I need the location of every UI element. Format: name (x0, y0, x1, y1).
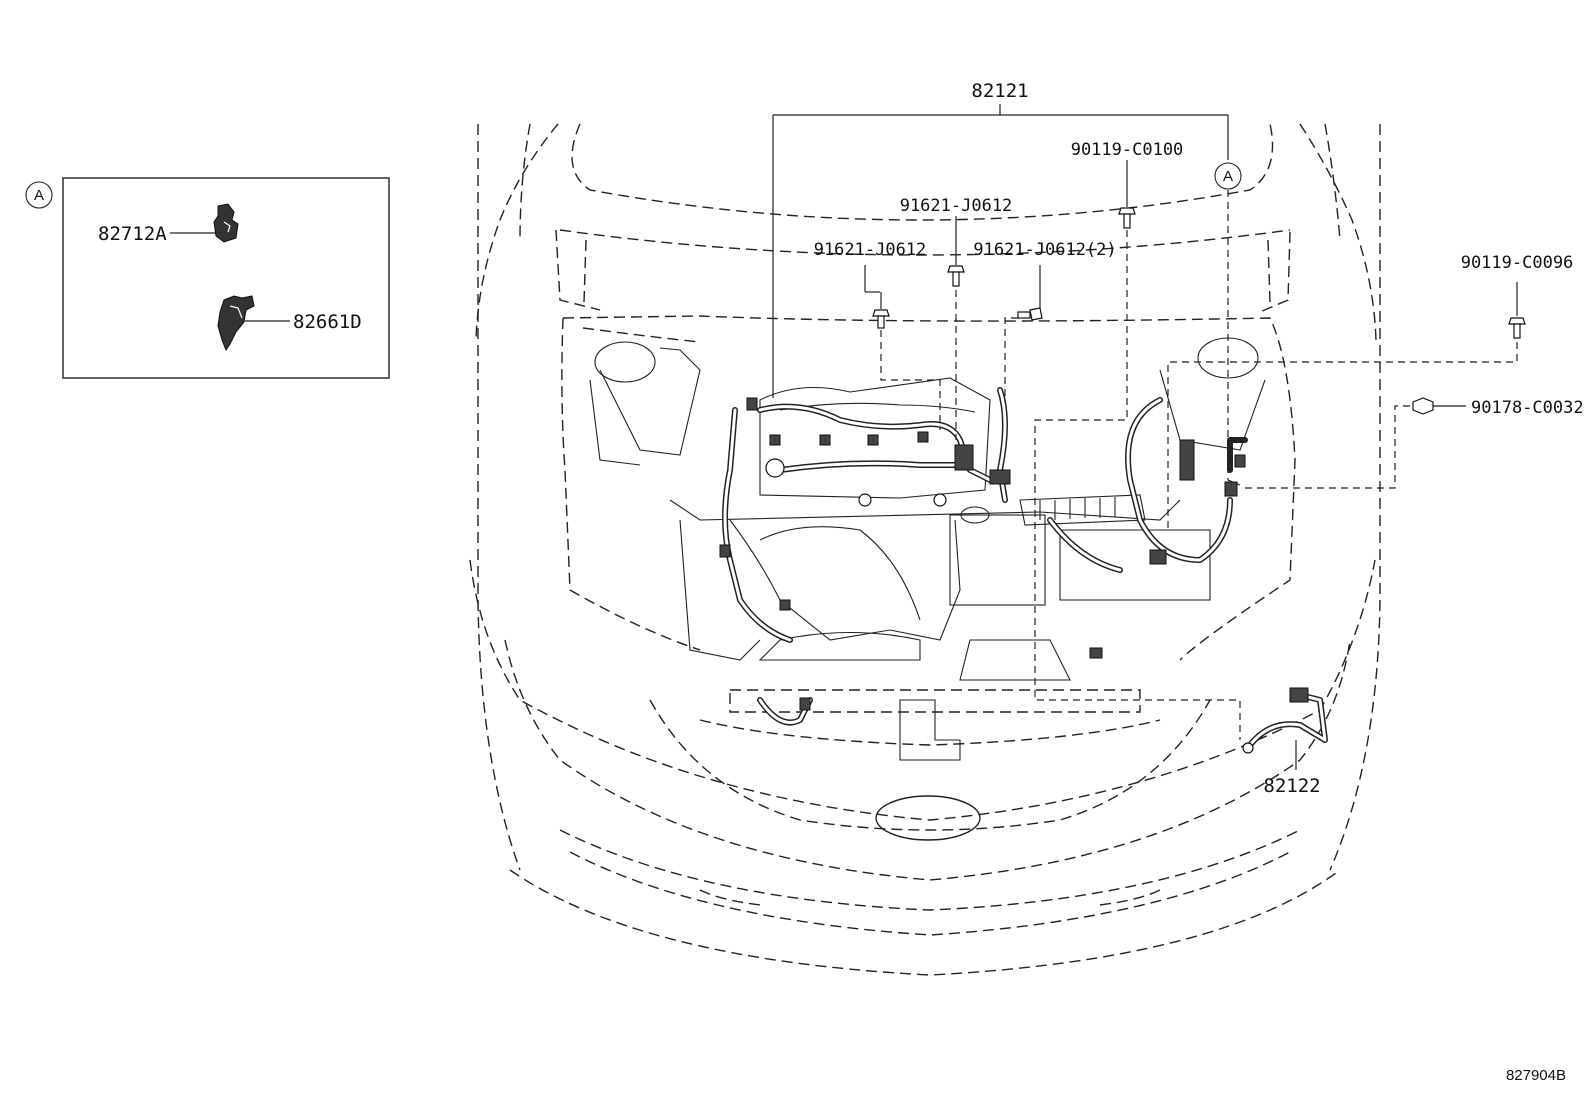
part-82661d-label: 82661D (293, 311, 362, 333)
inset-callout-letter: A (34, 187, 44, 204)
inset-callout-circle (25, 181, 53, 209)
part-82121-label: 82121 (971, 80, 1028, 102)
emblem-outline (875, 795, 981, 841)
bolt-91621-j0612-2-label: 91621-J0612(2) (973, 240, 1116, 260)
main-callout-circle (1214, 162, 1242, 190)
nut-90178-c0032-label: 90178-C0032 (1471, 398, 1584, 418)
drawing-number: 827904B (1506, 1067, 1566, 1084)
bolt-90119-c0100-label: 90119-C0100 (1071, 140, 1184, 160)
part-82712a-label: 82712A (98, 223, 167, 245)
leader-lines (772, 104, 1518, 770)
bolt-91621-j0612-2-icon (1017, 307, 1043, 321)
nut-90178-c0032-icon (1412, 397, 1434, 415)
part-82712a-icon (213, 203, 239, 243)
inset-frame (62, 177, 390, 379)
bolt-90119-c0100-icon (1118, 207, 1136, 229)
engine-wire-harness-82121 (719, 387, 1248, 726)
part-82122-label: 82122 (1263, 775, 1320, 797)
engine-bay-components (589, 337, 1266, 761)
bolt-91621-j0612-b-label: 91621-J0612 (900, 196, 1013, 216)
bolt-90119-c0096-label: 90119-C0096 (1461, 253, 1574, 273)
part-82661d-icon (217, 295, 255, 352)
bolt-90119-c0096-icon (1508, 317, 1526, 339)
vehicle-body-outline (469, 123, 1381, 976)
bolt-91621-j0612-a-label: 91621-J0612 (814, 240, 927, 260)
engine-room-harness-82122 (1242, 687, 1328, 754)
inset-detail-a: A 82712A 82661D (25, 177, 390, 379)
bolt-91621-j0612-b-icon (947, 265, 965, 287)
bolt-91621-j0612-a-icon (872, 309, 890, 329)
main-callout-letter: A (1223, 168, 1233, 185)
